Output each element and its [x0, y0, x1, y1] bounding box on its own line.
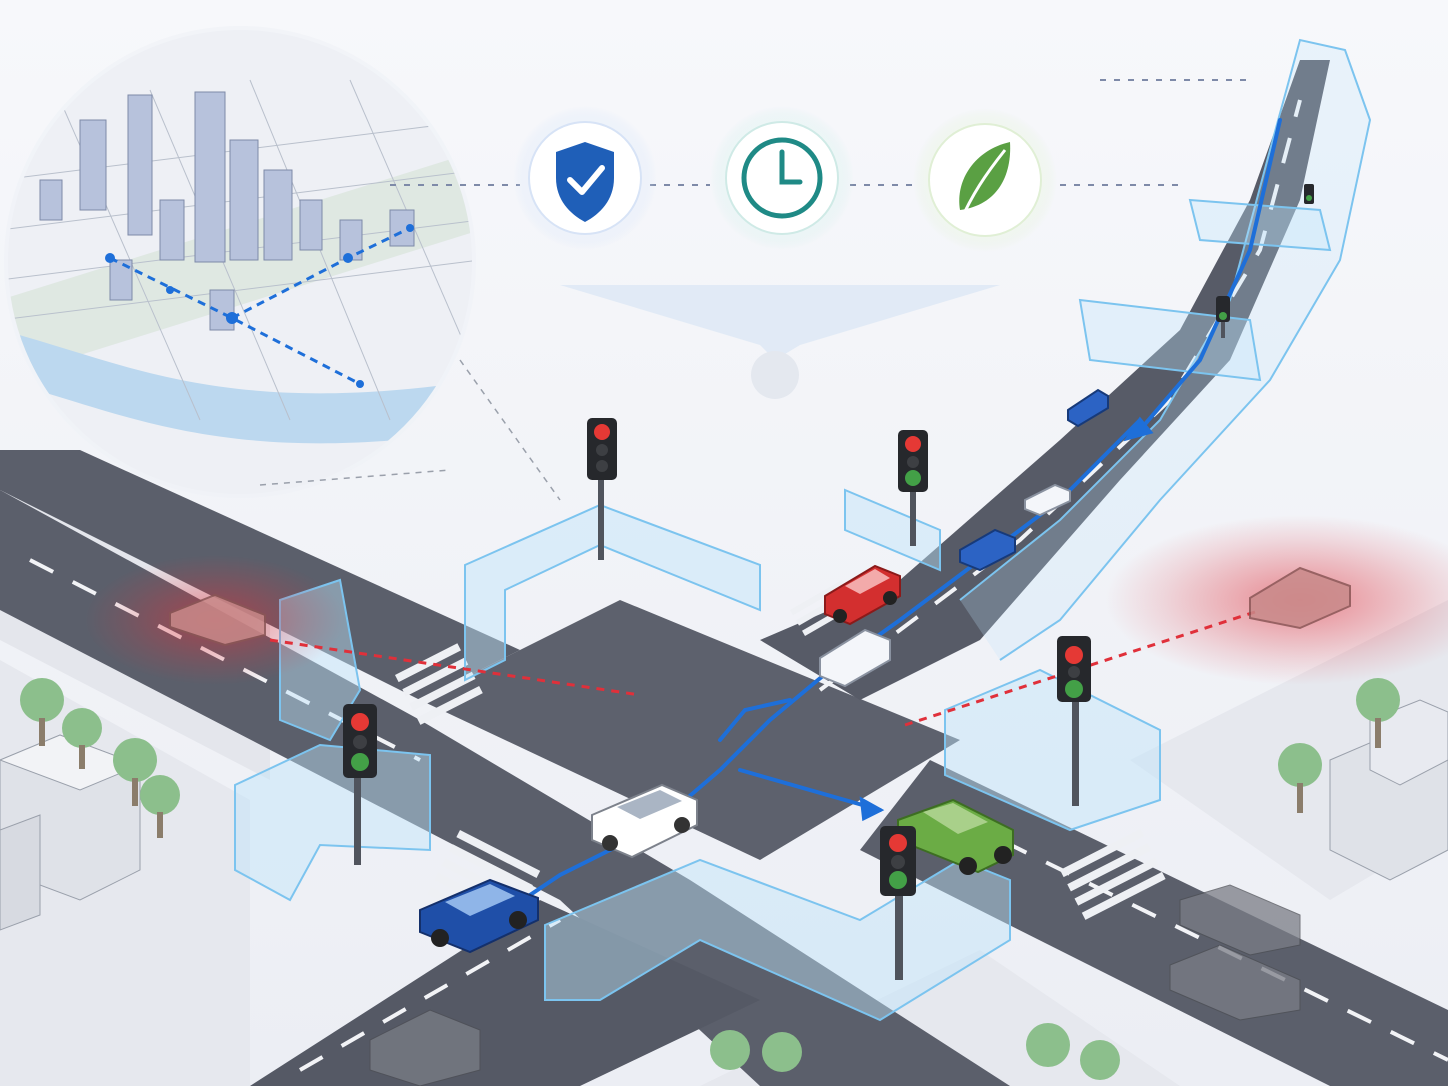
tree: [1356, 678, 1400, 748]
car-red-queue: [824, 564, 901, 626]
tree: [113, 738, 157, 806]
tree: [1026, 1023, 1070, 1067]
right-neighborhood: [710, 678, 1448, 1080]
tree: [1080, 1040, 1120, 1080]
tree: [1278, 743, 1322, 813]
traffic-light-highway: [1216, 184, 1314, 338]
car-grey-parked: [369, 884, 1301, 1086]
traffic-light-south: [880, 826, 916, 980]
car-blue-front: [419, 878, 539, 954]
shield-check-icon: [513, 106, 657, 250]
tree: [710, 1030, 750, 1070]
traffic-flow-arrows: [468, 118, 1282, 937]
tree: [762, 1032, 802, 1072]
car-blue-highway: [1067, 388, 1109, 428]
clock-icon: [710, 106, 854, 250]
traffic-light-east: [1057, 636, 1091, 806]
skyscrapers: [39, 91, 415, 331]
traffic-light-north-west: [587, 418, 617, 560]
car-green-right: [897, 798, 1014, 875]
traffic-lights: [343, 184, 1314, 980]
traffic-light-north-east: [898, 430, 928, 546]
car-alert-right: [1249, 566, 1351, 630]
convergence-pointer: [560, 285, 1000, 399]
vehicles: [169, 388, 1351, 1086]
building: [0, 734, 142, 931]
building: [1329, 699, 1448, 881]
benefit-icons: [390, 79, 1250, 399]
tree: [20, 678, 64, 746]
leaf-icon: [913, 108, 1057, 252]
traffic-light-west: [343, 704, 377, 865]
tree: [62, 708, 102, 769]
glass-sensor-barriers: [234, 38, 1372, 1022]
city-overview-inset: [4, 26, 561, 501]
car-alert-left: [169, 593, 266, 647]
car-blue-queue: [959, 528, 1016, 572]
left-neighborhood: [0, 678, 180, 931]
car-white-queue: [819, 628, 891, 688]
car-white-highway: [1024, 483, 1071, 517]
car-white-center: [591, 783, 698, 859]
tree: [140, 775, 180, 838]
